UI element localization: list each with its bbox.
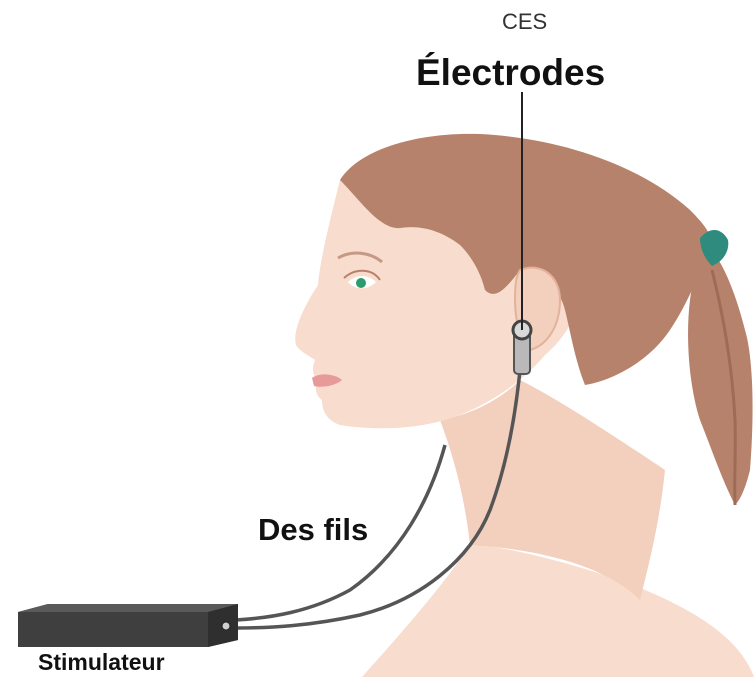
shoulder-illustration xyxy=(362,545,754,677)
technique-label: CES xyxy=(502,9,547,35)
stimulator-label: Stimulateur xyxy=(38,649,165,676)
stimulator-top-face xyxy=(18,604,238,612)
electrodes-label: Électrodes xyxy=(416,52,605,94)
stimulator-port-icon xyxy=(222,622,230,630)
iris-illustration xyxy=(356,278,366,288)
wires-label: Des fils xyxy=(258,512,368,548)
ponytail-illustration xyxy=(688,245,753,505)
